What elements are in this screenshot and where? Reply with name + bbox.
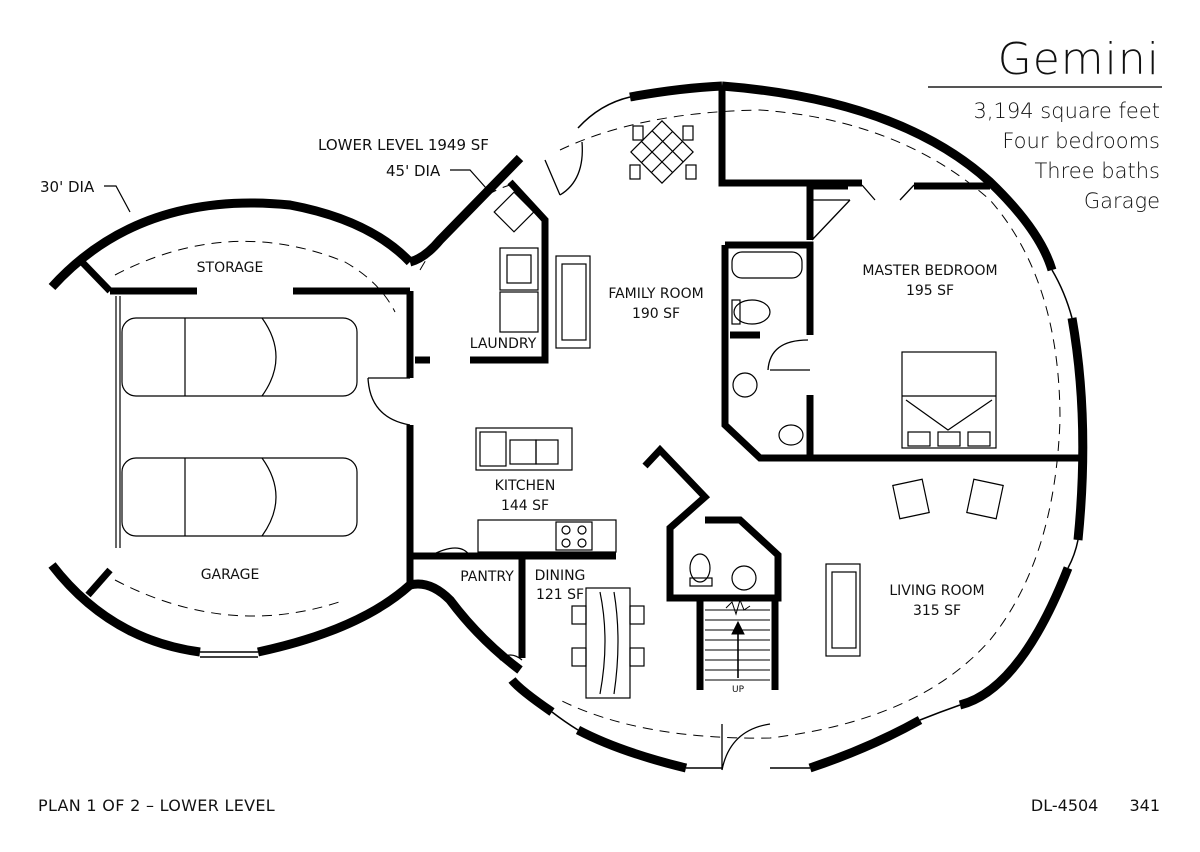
plan-title: Gemini (997, 34, 1160, 85)
stat-square-feet: 3,194 square feet (973, 99, 1160, 123)
family-room-area: 190 SF (632, 306, 680, 322)
stairs-up-label: UP (732, 685, 745, 695)
family-room-label: FAMILY ROOM (608, 286, 703, 302)
furniture (104, 120, 1004, 699)
room-labels: STORAGE GARAGE LAUNDRY FAMILY ROOM 190 S… (197, 260, 998, 695)
dining-table (585, 587, 631, 699)
dining-label: DINING (535, 568, 586, 584)
stat-bedrooms: Four bedrooms (1002, 129, 1160, 153)
storage-label: STORAGE (197, 260, 264, 276)
laundry-label: LAUNDRY (470, 336, 537, 352)
kitchen-area: 144 SF (501, 498, 549, 514)
living-room-label: LIVING ROOM (889, 583, 984, 599)
kitchen-counter (477, 519, 617, 553)
windows (200, 96, 1079, 769)
page-number: 341 (1129, 796, 1160, 815)
family-dining-table (630, 120, 694, 184)
master-bedroom-area: 195 SF (906, 283, 954, 299)
interior-walls (79, 86, 1085, 690)
stairs (705, 598, 770, 681)
living-sofa (825, 563, 861, 657)
stat-baths: Three baths (1034, 159, 1160, 183)
plan-identifiers: DL-4504 341 (1031, 796, 1160, 815)
garage-label: GARAGE (201, 567, 260, 583)
master-bedroom-label: MASTER BEDROOM (862, 263, 997, 279)
plan-stats: 3,194 square feet Four bedrooms Three ba… (974, 96, 1160, 216)
callout-labels: LOWER LEVEL 1949 SF 45' DIA 30' DIA (40, 136, 489, 196)
dome-walls (48, 81, 1088, 773)
lower-level-area-callout: LOWER LEVEL 1949 SF (318, 136, 489, 154)
plan-sheet-label: PLAN 1 OF 2 – LOWER LEVEL (38, 796, 275, 815)
dining-area: 121 SF (536, 587, 584, 603)
family-sofa (555, 255, 591, 349)
kitchen-island (475, 427, 573, 471)
pantry-label: PANTRY (460, 569, 514, 585)
living-room-area: 315 SF (913, 603, 961, 619)
garage-car-bottom (121, 457, 358, 537)
door-swings (367, 141, 915, 771)
master-bed (901, 351, 997, 449)
drawing-id: DL-4504 (1030, 796, 1099, 815)
title-divider (928, 86, 1162, 88)
garage-car-top (121, 317, 358, 397)
dome-small-dia-callout: 30' DIA (40, 178, 95, 196)
stat-garage: Garage (1083, 189, 1160, 213)
dome-large-dia-callout: 45' DIA (386, 162, 441, 180)
kitchen-label: KITCHEN (495, 478, 556, 494)
